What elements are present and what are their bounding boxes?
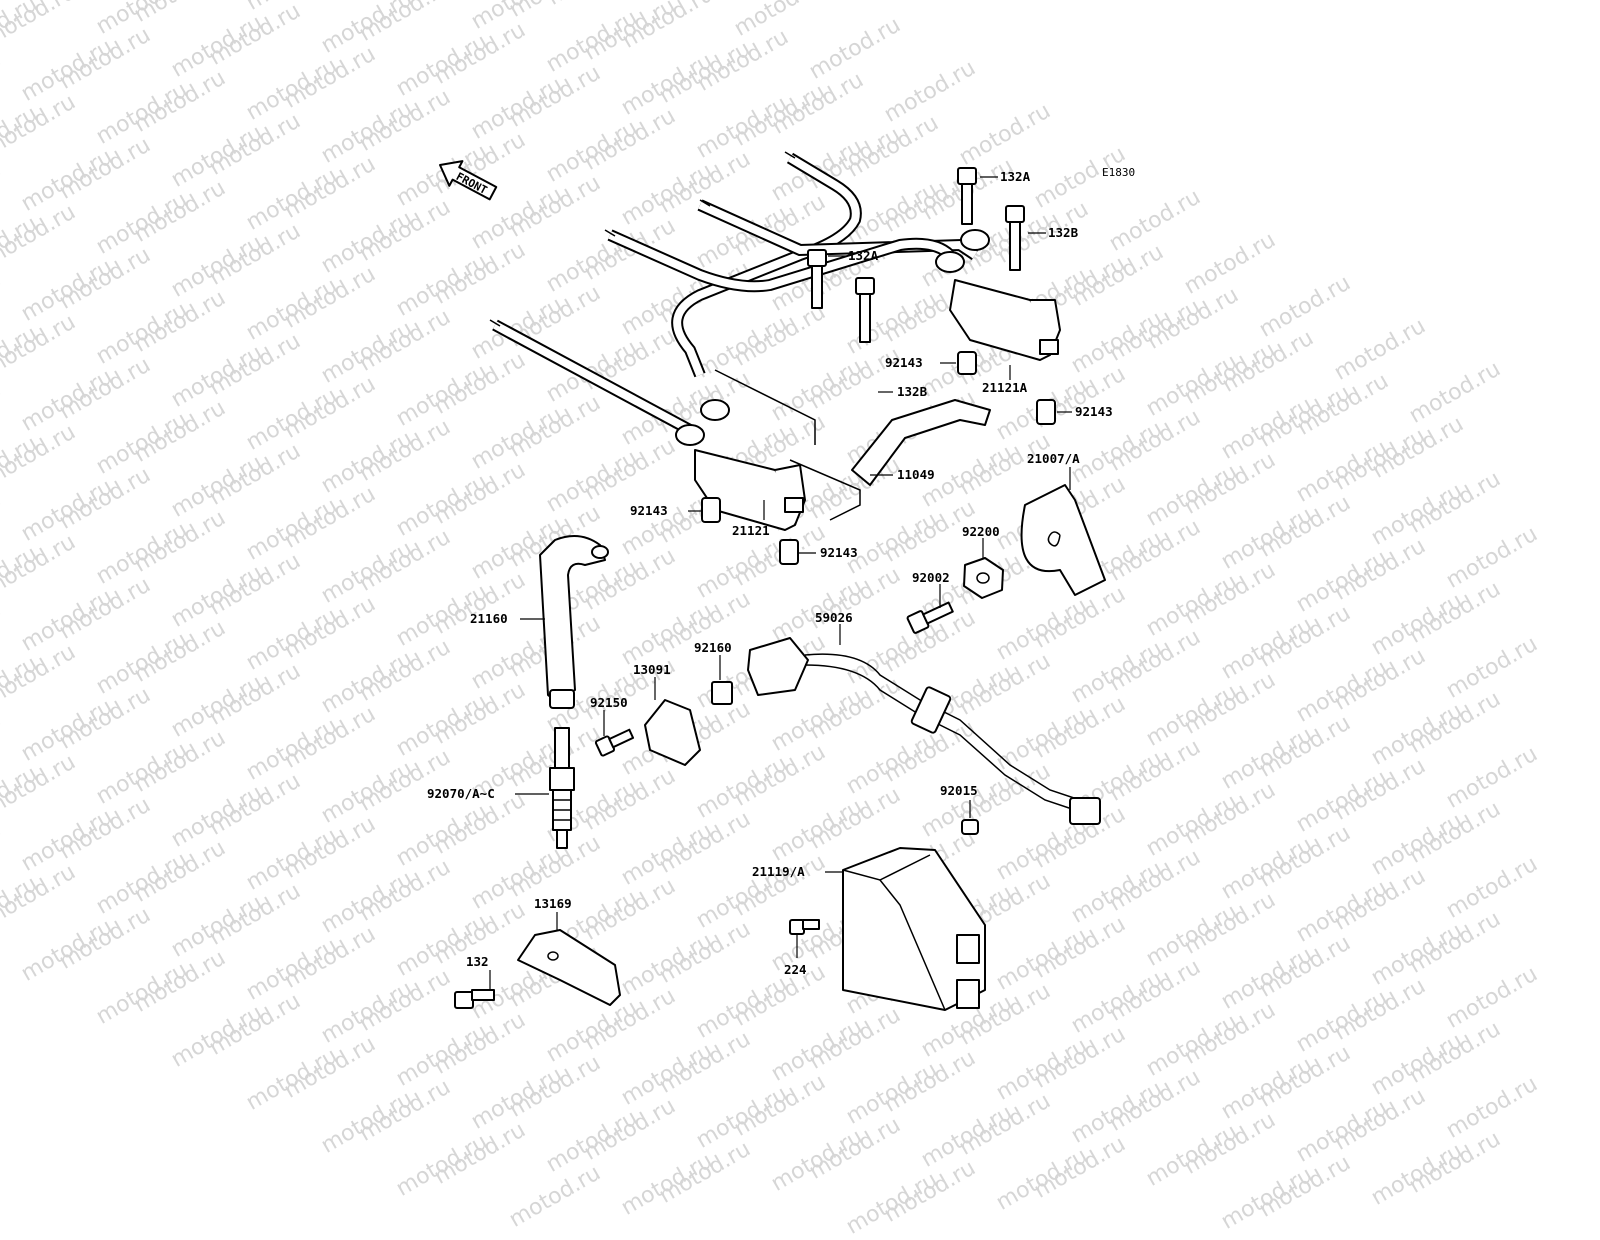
nut-92200-icon xyxy=(963,557,1004,599)
spark-plug-92070 xyxy=(549,727,575,849)
callout-92015: 92015 xyxy=(940,783,978,798)
callout-132a-top: 132A xyxy=(1000,169,1031,184)
ignition-coil-21121 xyxy=(675,399,806,531)
callout-92200: 92200 xyxy=(962,524,1000,539)
bolt-132a-mid-icon xyxy=(807,249,827,309)
callout-13169: 13169 xyxy=(534,896,572,911)
bolt-92150-icon xyxy=(594,728,635,757)
bolt-132b-mid-icon xyxy=(855,277,875,343)
bolt-132b-top-icon xyxy=(1005,205,1025,271)
callout-92160: 92160 xyxy=(694,640,732,655)
bracket-13169 xyxy=(517,929,621,1006)
leader-lines xyxy=(489,176,1072,990)
callout-92143-b: 92143 xyxy=(1075,404,1113,419)
bracket-11049 xyxy=(851,399,991,486)
bolt-132-icon xyxy=(454,989,495,1009)
callout-21160: 21160 xyxy=(470,611,508,626)
diagram-id: E1830 xyxy=(1102,166,1135,179)
callout-21121: 21121 xyxy=(732,523,770,538)
screw-224-icon xyxy=(789,919,820,935)
collar-92015-icon xyxy=(961,819,979,835)
callout-21007a: 21007/A xyxy=(1027,451,1080,466)
callout-59026: 59026 xyxy=(815,610,853,625)
ignition-coil-21121a xyxy=(935,229,1061,361)
callout-11049: 11049 xyxy=(897,467,935,482)
callout-92143-d: 92143 xyxy=(820,545,858,560)
igniter-unit-21119a xyxy=(842,847,986,1011)
bracket-13091 xyxy=(644,699,701,766)
ignition-cables xyxy=(489,151,979,436)
callout-21121a: 21121A xyxy=(982,380,1028,395)
spark-plug-cap-21160 xyxy=(539,535,609,709)
callout-132b-top: 132B xyxy=(1048,225,1079,240)
pickup-coil-59026 xyxy=(747,637,1101,825)
callout-21119a: 21119/A xyxy=(752,864,805,879)
callout-92002: 92002 xyxy=(912,570,950,585)
timing-plate-21007a xyxy=(1020,484,1106,596)
callout-92150: 92150 xyxy=(590,695,628,710)
bolt-132a-top-icon xyxy=(957,167,977,225)
callout-92143-a: 92143 xyxy=(885,355,923,370)
callout-92143-c: 92143 xyxy=(630,503,668,518)
callout-224: 224 xyxy=(784,962,807,977)
callout-13091: 13091 xyxy=(633,662,671,677)
bolt-92002-icon xyxy=(906,601,954,634)
callout-132a-mid: 132A xyxy=(848,248,879,263)
callout-132: 132 xyxy=(466,954,489,969)
front-arrow-icon: FRONT xyxy=(439,160,498,201)
callout-92070: 92070/A~C xyxy=(427,786,495,801)
callout-132b-mid: 132B xyxy=(897,384,928,399)
plate-92160 xyxy=(711,681,733,705)
parts-diagram: E1830 FRONT xyxy=(427,151,1135,1011)
callout-labels: 132A 132B 132A 92143 132B 21121A 92143 1… xyxy=(427,169,1113,977)
collar-92143-icons xyxy=(701,351,1056,565)
